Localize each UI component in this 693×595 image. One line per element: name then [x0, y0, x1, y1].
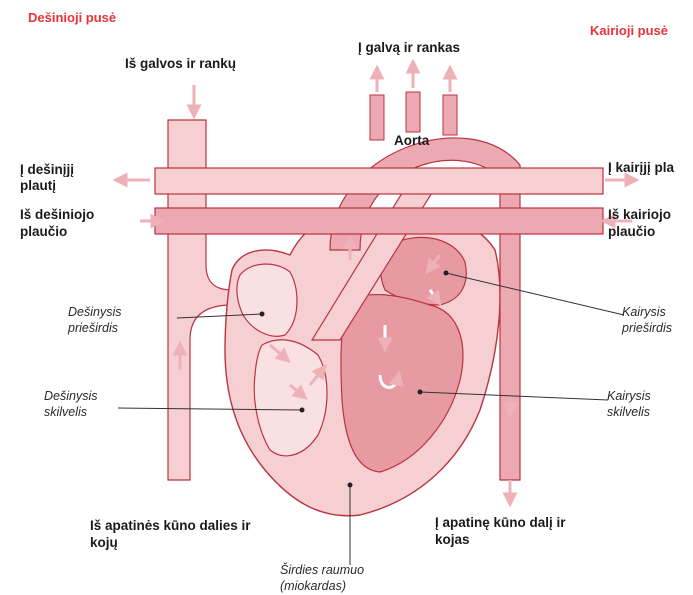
from-right-lung-label-1: Iš dešiniojo: [20, 207, 94, 222]
myocardium-label-2: (miokardas): [280, 579, 346, 593]
pulmonary-artery-band: [155, 168, 603, 194]
pulmonary-vein-band: [155, 208, 603, 234]
from-head-arms-label: Iš galvos ir rankų: [125, 56, 236, 71]
aorta-label: Aorta: [394, 133, 430, 148]
left-atrium-label-2: prieširdis: [621, 321, 672, 335]
left-side-label: Kairioji pusė: [590, 23, 668, 38]
right-ventricle-label-1: Dešinysis: [44, 389, 98, 403]
from-right-lung-label-2: plaučio: [20, 224, 67, 239]
left-atrium-label-1: Kairysis: [622, 305, 666, 319]
to-left-lung-label: Į kairįjį pla: [608, 160, 675, 175]
right-ventricle-label-2: skilvelis: [44, 405, 87, 419]
to-lower-body-label-2: kojas: [435, 532, 470, 547]
right-atrium-label-1: Dešinysis: [68, 305, 122, 319]
left-ventricle-label-2: skilvelis: [607, 405, 650, 419]
left-ventricle-label-1: Kairysis: [607, 389, 651, 403]
to-lower-body-label-1: Į apatinę kūno dalį ir: [435, 515, 566, 530]
right-side-label: Dešinioji pusė: [28, 10, 116, 25]
from-lower-body-label-1: Iš apatinės kūno dalies ir: [90, 518, 251, 533]
from-left-lung-label-2: plaučio: [608, 224, 655, 239]
myocardium-label-1: Širdies raumuo: [280, 562, 364, 577]
right-atrium-label-2: prieširdis: [67, 321, 118, 335]
from-left-lung-label-1: Iš kairiojo: [608, 207, 671, 222]
to-head-arms-label: Į galvą ir rankas: [358, 40, 460, 55]
from-lower-body-label-2: kojų: [90, 535, 118, 550]
to-right-lung-label-2: plautį: [20, 178, 56, 193]
right-ventricle-shape: [254, 340, 327, 456]
to-right-lung-label-1: Į dešinįjį: [20, 162, 74, 177]
